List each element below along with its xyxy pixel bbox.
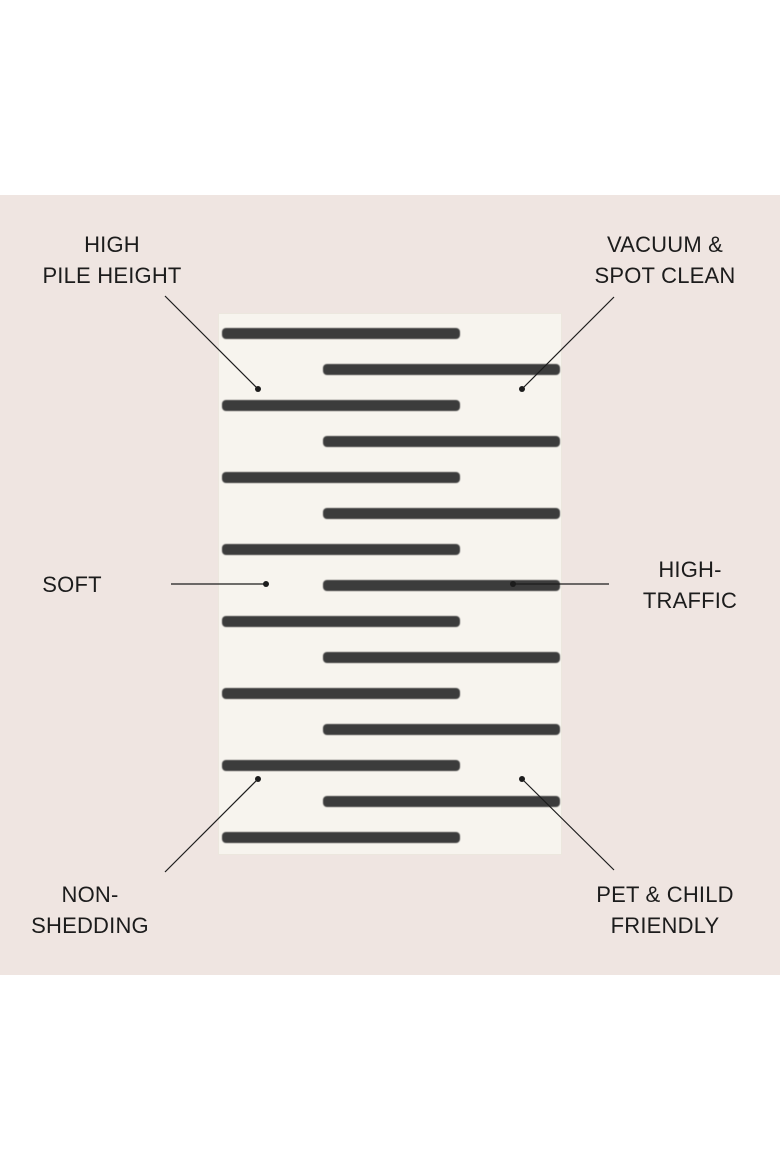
rug-stripe [323,796,560,807]
label-vacuum-spot-clean: VACUUM & SPOT CLEAN [575,229,755,291]
pointer-dot [519,776,525,782]
pointer-dot [510,581,516,587]
rug-stripe [222,760,460,771]
label-high-traffic: HIGH- TRAFFIC [620,554,760,616]
label-line: SPOT CLEAN [594,263,736,288]
pointer-dot [519,386,525,392]
label-non-shedding: NON- SHEDDING [25,879,155,941]
label-line: SHEDDING [31,913,149,938]
label-soft: SOFT [22,569,122,600]
rug-image [218,313,562,855]
rug-stripe [222,544,460,555]
rug-stripe [323,364,560,375]
label-line: VACUUM & [606,232,724,257]
pointer-dot [255,776,261,782]
leader-line-pile [164,295,259,390]
label-line: FRIENDLY [610,913,720,938]
leader-line-pet [521,778,615,871]
rug-stripe [323,724,560,735]
rug-stripe [222,328,460,339]
label-line: PILE HEIGHT [42,263,182,288]
label-line: HIGH [84,232,140,257]
label-pet-child-friendly: PET & CHILD FRIENDLY [580,879,750,941]
rug-stripe [222,400,460,411]
label-line: TRAFFIC [642,588,738,613]
label-line: NON- [61,882,119,907]
label-line: PET & CHILD [596,882,734,907]
pointer-dot [263,581,269,587]
rug-stripe [222,688,460,699]
rug-stripe [323,652,560,663]
rug-stripe [222,832,460,843]
rug-stripe [222,616,460,627]
leader-line-vacuum [521,296,615,390]
rug-stripe [323,436,560,447]
label-line: SOFT [42,572,102,597]
label-line: HIGH- [658,557,722,582]
rug-stripe [323,508,560,519]
leader-line-shedding [164,778,259,873]
rug-stripe [222,472,460,483]
label-high-pile-height: HIGH PILE HEIGHT [22,229,202,291]
rug-stripe [323,580,560,591]
pointer-dot [255,386,261,392]
